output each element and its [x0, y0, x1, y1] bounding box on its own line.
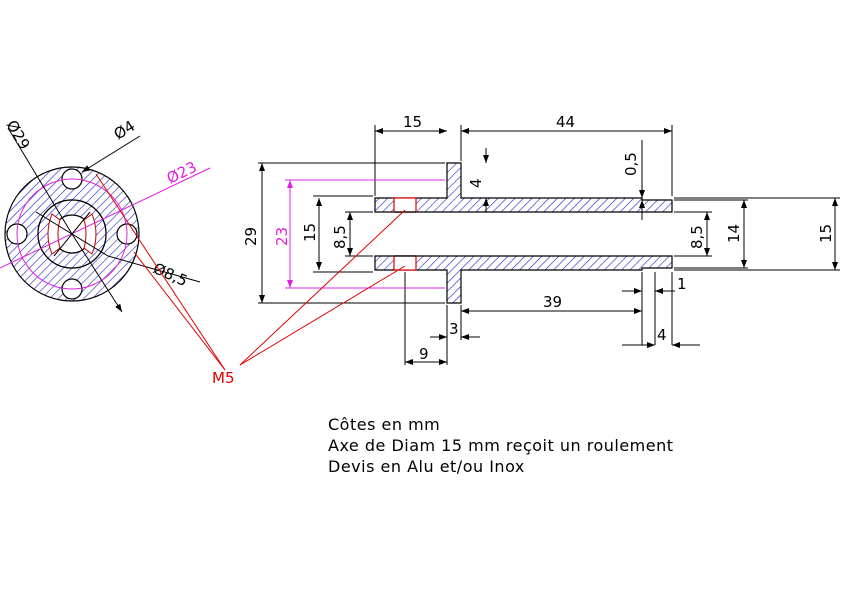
dim-14: 14	[725, 224, 743, 243]
thread-label: M5	[212, 369, 235, 387]
dim-0-5: 0,5	[622, 152, 640, 176]
section-view: 15 44 0,5 4 29 23 15 8,5 8,5 14 15 1 39 …	[242, 113, 840, 365]
dim-39: 39	[543, 293, 562, 311]
front-view: Ø29 Ø4 Ø23 Ø8,5	[0, 117, 211, 313]
dim-23: 23	[273, 227, 291, 246]
dim-44: 44	[556, 113, 575, 131]
note-line: Devis en Alu et/ou Inox	[328, 457, 525, 476]
dim-9: 9	[419, 345, 429, 363]
dim-15-left: 15	[301, 223, 319, 242]
thread-insert-top	[393, 197, 417, 213]
dim-29: 29	[242, 227, 260, 246]
dim-8-5-right: 8,5	[688, 225, 706, 249]
note-line: Côtes en mm	[328, 415, 441, 434]
thread-leaders	[95, 173, 406, 371]
thread-insert-bottom	[393, 255, 417, 271]
dim-15-top: 15	[403, 113, 422, 131]
dim-15-right: 15	[817, 224, 835, 243]
dim-4-top: 4	[467, 178, 485, 188]
dim-front-pitch: Ø23	[164, 158, 200, 188]
section-lower	[374, 255, 673, 304]
dim-front-outer: Ø29	[3, 117, 34, 153]
note-line: Axe de Diam 15 mm reçoit un roulement	[328, 436, 674, 455]
dim-front-bore: Ø8,5	[150, 259, 190, 290]
dim-1: 1	[677, 275, 687, 293]
dim-3: 3	[449, 320, 459, 338]
dim-8-5-left: 8,5	[331, 225, 349, 249]
dim-4-bottom: 4	[657, 326, 667, 344]
notes: Côtes en mm Axe de Diam 15 mm reçoit un …	[328, 414, 674, 477]
pitch-circle	[16, 178, 128, 290]
